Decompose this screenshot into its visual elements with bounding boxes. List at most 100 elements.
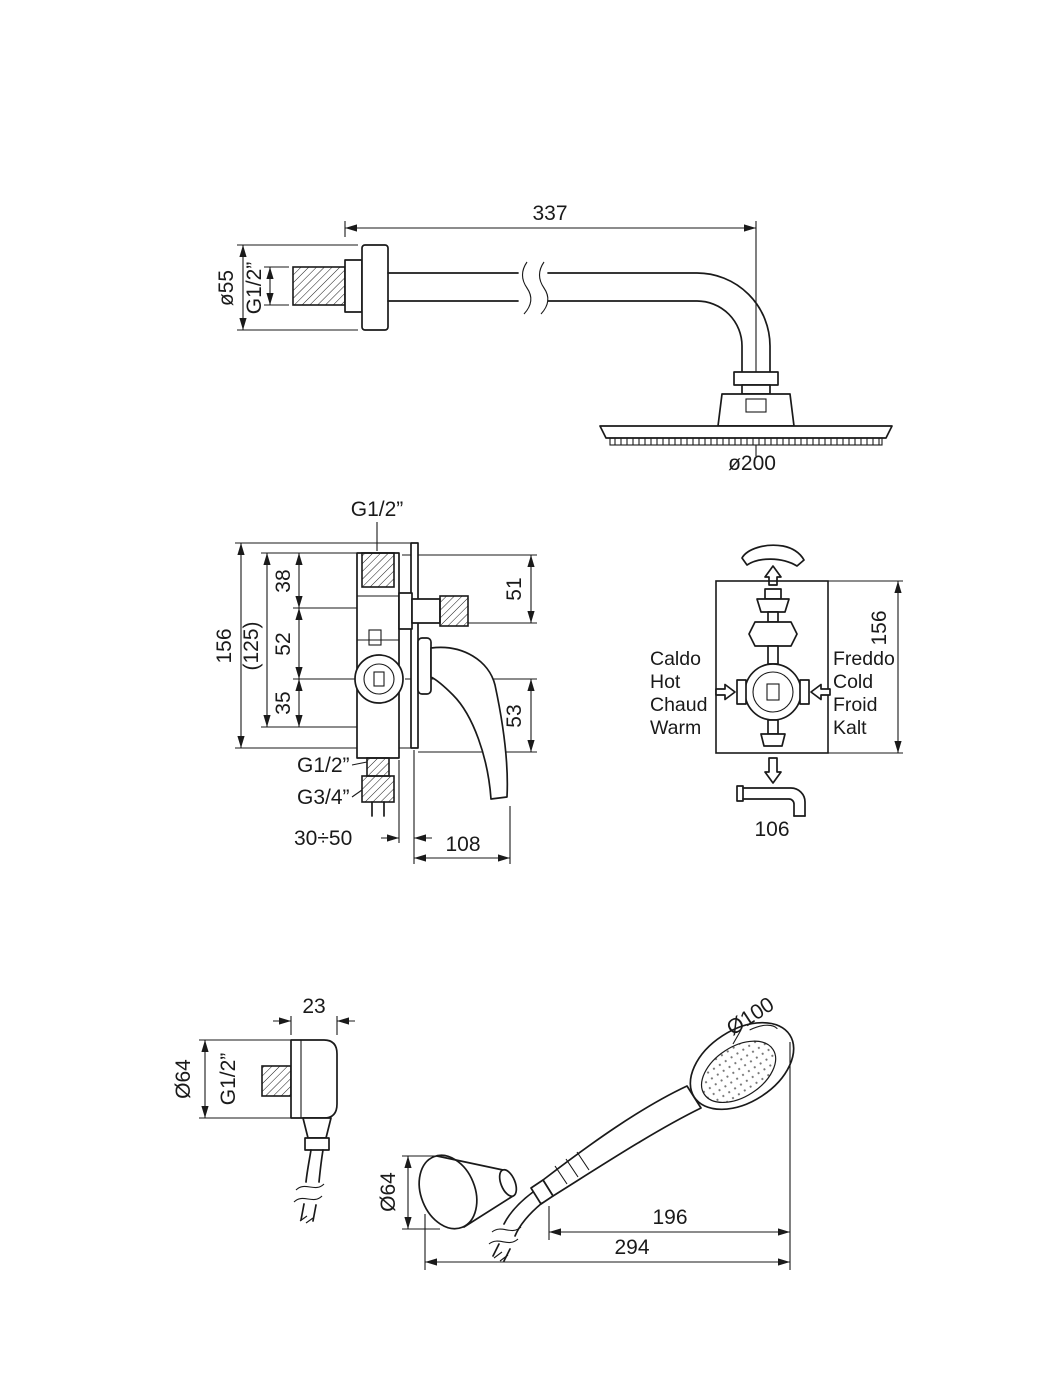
handle-body	[542, 1085, 702, 1197]
cold-labels: Freddo Cold Froid Kalt	[833, 648, 895, 739]
cold-label-it: Freddo	[833, 648, 895, 670]
hose-line	[492, 1243, 500, 1257]
hose-line	[514, 1202, 543, 1237]
handshower-head	[689, 1021, 795, 1111]
shower-arm-icon	[736, 785, 806, 817]
hose-cut-hatch	[299, 1215, 314, 1224]
arm-outer-line	[387, 272, 771, 373]
valve-cartridge-inner	[363, 663, 395, 695]
valve-body-schematic	[736, 588, 810, 747]
head-spray-face	[701, 1040, 777, 1104]
holder-cone	[418, 1154, 518, 1230]
hot-port	[736, 679, 747, 705]
hose-line	[305, 1149, 312, 1183]
mixer-handle	[430, 646, 509, 800]
wall-outlet-view: 23 Ø64 G1/2”	[172, 995, 355, 1224]
dim-arm-length: 337	[532, 202, 567, 225]
head-stem	[741, 384, 771, 395]
hot-label-en: Hot	[650, 671, 681, 693]
label-outlet-thread: G1/2”	[217, 1053, 240, 1106]
dim-length-total: 294	[614, 1236, 649, 1259]
arm-collar	[344, 259, 363, 313]
dim-flange-diameter: ø55	[215, 270, 238, 306]
arrow-up-icon	[764, 565, 782, 586]
overhead-shower-view: 337 ø55 G1/2” ø200	[215, 202, 893, 475]
hose-line	[318, 1149, 324, 1183]
outlet-body	[290, 1039, 338, 1119]
outlet-collar	[398, 592, 413, 630]
shower-arm	[292, 244, 771, 373]
hose-cone	[302, 1117, 332, 1139]
arrow-cold-icon	[810, 683, 831, 701]
mixer-right-dimensions: 51 53	[402, 554, 537, 753]
label-mixer-top-thread: G1/2”	[351, 498, 404, 521]
mixer-top-port	[361, 552, 395, 588]
hose-nut	[304, 1137, 330, 1151]
handshower-view: Ø100 Ø64 196 294	[377, 993, 795, 1270]
cold-label-en: Cold	[833, 671, 873, 693]
hose-line	[503, 1248, 511, 1262]
holder-base	[418, 1154, 478, 1230]
dim-schematic-height: 156	[868, 610, 891, 645]
cold-port	[799, 679, 810, 705]
wall-plate	[410, 542, 419, 749]
dim-depth-total: 108	[445, 833, 480, 856]
shower-head: ø200	[599, 371, 893, 475]
head-body	[599, 425, 893, 439]
pipe-break-icon	[538, 261, 549, 315]
spout-icon	[741, 544, 805, 567]
cold-label-fr: Froid	[833, 694, 877, 716]
handshower-handle	[488, 1085, 702, 1262]
arm-length-dimension: 337	[344, 202, 757, 456]
arrow-down-icon	[764, 757, 782, 784]
valve-stem	[373, 671, 385, 687]
outlet-dimensions: 23 Ø64 G1/2”	[172, 995, 355, 1119]
dim-length-head: 196	[652, 1206, 687, 1229]
dim-seg-bottom: 35	[272, 691, 295, 714]
wall-nipple-thread	[292, 266, 346, 306]
bottom-port-g34	[361, 775, 395, 803]
dim-mixer-height-total: 156	[213, 628, 236, 663]
bottom-port-g12	[366, 757, 390, 777]
holder-diameter-dimension: Ø64	[377, 1155, 440, 1230]
dim-handle-offset: 53	[503, 704, 526, 727]
dim-outlet-diameter: Ø64	[172, 1059, 195, 1099]
flow-schematic: Caldo Hot Chaud Warm Freddo Cold Froid K…	[650, 544, 903, 841]
pipe-break-icon	[521, 261, 532, 315]
holder-ring	[498, 1168, 518, 1198]
hot-label-de: Warm	[650, 717, 701, 739]
wall-flange	[361, 244, 389, 331]
outlet-body-group	[261, 1039, 338, 1224]
dim-seg-top: 38	[272, 569, 295, 592]
head-joint-detail	[745, 398, 767, 413]
dim-mixer-height-body: (125)	[240, 621, 263, 670]
head-detail	[749, 1024, 778, 1031]
hot-label-it: Caldo	[650, 648, 701, 670]
mixer-body: G1/2”	[351, 498, 509, 817]
hose-break-icon	[293, 1195, 323, 1203]
flange-dimensions: ø55 G1/2”	[215, 244, 358, 331]
hose-break-icon	[488, 1238, 519, 1245]
dim-wall-thread: G1/2”	[243, 262, 266, 315]
hot-label-fr: Chaud	[650, 694, 707, 716]
dim-depth-range: 30÷50	[294, 827, 352, 850]
dim-schematic-arm: 106	[754, 818, 789, 841]
hot-labels: Caldo Hot Chaud Warm	[650, 648, 707, 739]
dim-outlet-offset: 51	[503, 577, 526, 600]
label-bottom-thread-a: G1/2”	[297, 754, 350, 777]
mixer-bottom-dimensions: G1/2” G3/4” 30÷50 108	[294, 750, 511, 864]
label-bottom-thread-b: G3/4”	[297, 786, 350, 809]
dim-outlet-width: 23	[302, 995, 325, 1018]
spray-face	[609, 437, 883, 446]
hose-line	[503, 1191, 534, 1225]
dim-holder-diameter: Ø64	[377, 1172, 400, 1212]
cold-label-de: Kalt	[833, 717, 867, 739]
length-dimensions: 196 294	[424, 1042, 791, 1270]
outlet-thread	[439, 595, 469, 627]
arm-inner-line	[387, 300, 743, 373]
arrow-hot-icon	[715, 683, 736, 701]
handle-escutcheon	[417, 637, 432, 695]
mixer-side-view: 156 (125) 38 52 35 51 53 G1/2”	[213, 498, 537, 864]
